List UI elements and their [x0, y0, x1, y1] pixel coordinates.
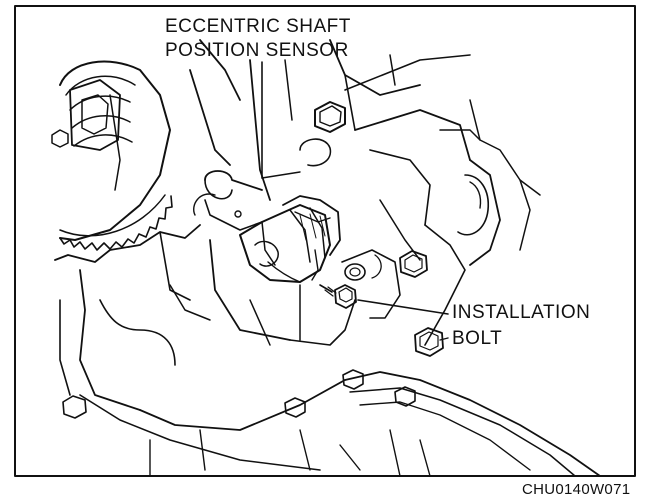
right-lower-bolt	[414, 327, 444, 357]
installation-bolt	[319, 284, 357, 309]
pulley-bolt	[51, 129, 69, 148]
mounting-holes	[341, 249, 401, 319]
bolt-leader-line	[357, 299, 449, 315]
sensor-leader-line-2	[261, 171, 301, 179]
bolt-callout-line1: INSTALLATION	[452, 302, 591, 323]
sensor-boss	[193, 170, 263, 231]
lower-bolts	[62, 369, 416, 419]
figure-border	[14, 5, 636, 477]
bolt-leader-line-2	[439, 337, 449, 341]
bolt-callout-line2: BOLT	[452, 328, 503, 349]
crank-pulley	[59, 60, 173, 251]
sensor-callout-line2: POSITION SENSOR	[165, 40, 349, 61]
sensor-body	[239, 195, 341, 283]
sensor-callout-line1: ECCENTRIC SHAFT	[165, 16, 351, 37]
front-cover	[54, 39, 601, 477]
upper-bolt	[299, 101, 346, 167]
figure-code: CHU0140W071	[522, 481, 631, 498]
right-upper-bolt	[399, 250, 428, 278]
